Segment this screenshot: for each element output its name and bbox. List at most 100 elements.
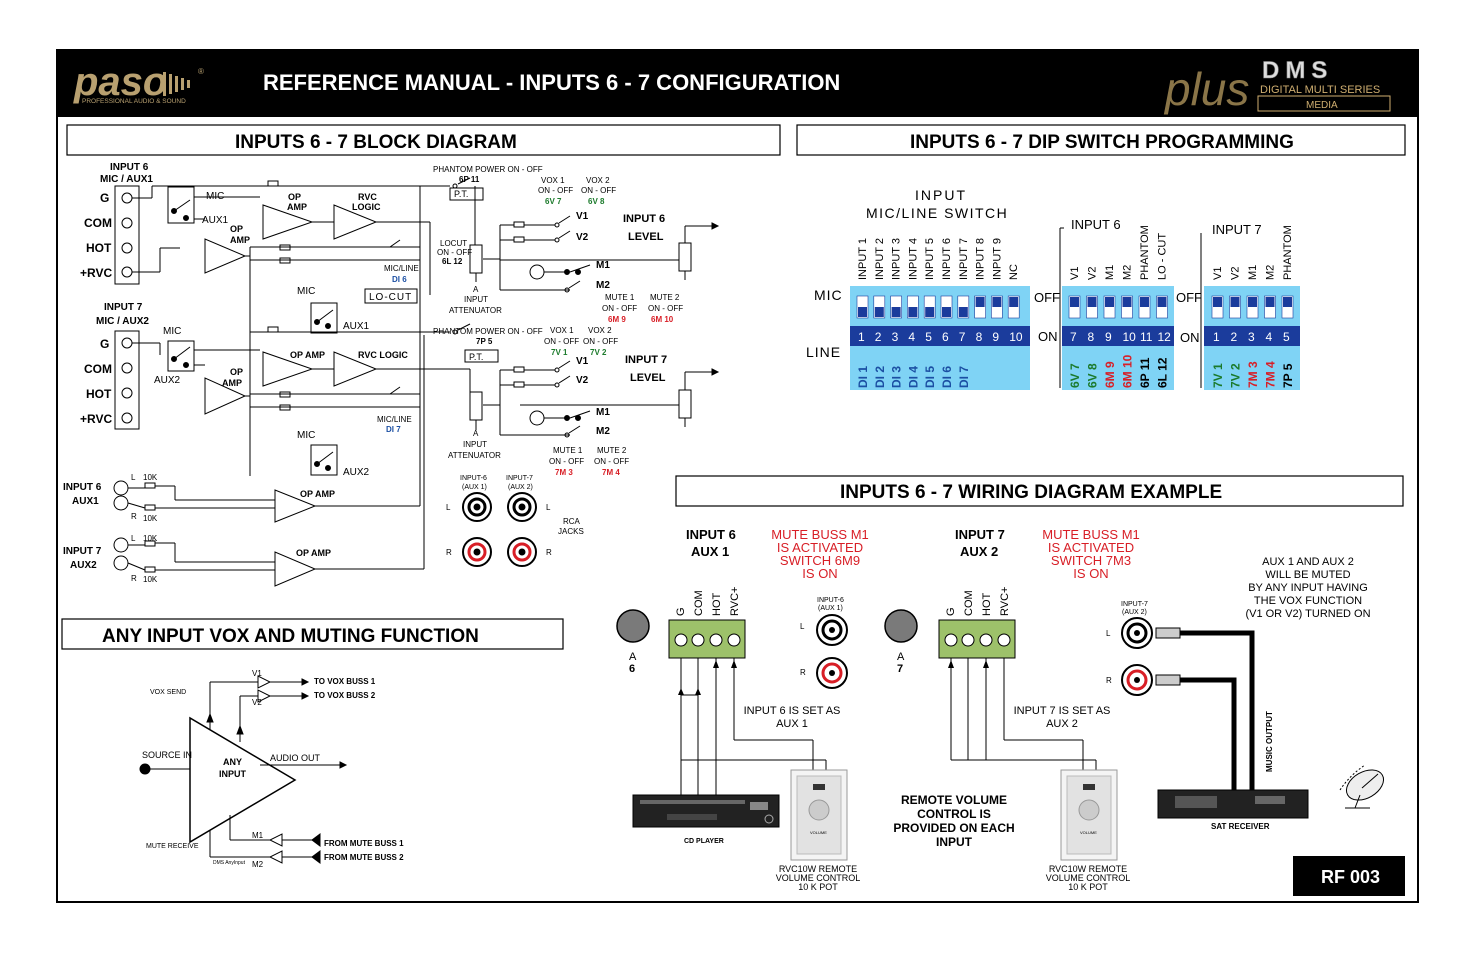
terminal-block-7: G COM HOT RVC+ [938, 587, 1016, 659]
mute-receive: MUTE RECEIVE [146, 843, 199, 850]
wiring-in7-sub: AUX 2 [960, 544, 998, 559]
t7-rvc: RVC+ [999, 587, 1011, 616]
in7-attenuator: ATTENUATOR [448, 451, 501, 460]
in6-op2: OP [288, 192, 301, 202]
t7-com: COM [963, 590, 975, 616]
rca-l2: L [546, 503, 551, 512]
block-diagram-title: INPUTS 6 - 7 BLOCK DIAGRAM [235, 132, 517, 153]
in7-amp1: AMP [222, 378, 242, 388]
mute6-line4: IS ON [802, 566, 837, 581]
mute7-note: MUTE BUSS M1 IS ACTIVATED SWITCH 7M3 IS … [1042, 527, 1140, 581]
in7-rvclogic: RVC LOGIC [358, 350, 408, 360]
in7-term-rvc: +RVC [80, 412, 112, 426]
dip1-num-1: 1 [858, 330, 865, 344]
knob-a7-icon [884, 609, 918, 643]
series-label: DIGITAL MULTI SERIES [1260, 84, 1380, 96]
dip3-actuator-1 [1213, 297, 1222, 307]
dip3-actuator-3 [1248, 297, 1257, 307]
in7-vox1: VOX 1 [550, 326, 574, 335]
in6-v1: V1 [576, 211, 589, 222]
vox-m1: M1 [252, 831, 264, 840]
dip2-label-2: V2 [1087, 267, 1099, 280]
dip2-label-4: M2 [1122, 265, 1134, 280]
source-in: SOURCE IN [142, 750, 192, 760]
rvc6-line1: RVC10W REMOTE [779, 864, 857, 874]
in6-v2: V2 [576, 232, 589, 243]
in7-aux2-label: AUX2 [154, 375, 181, 386]
in6-op1: OP [230, 224, 243, 234]
aux-note-3: BY ANY INPUT HAVING [1248, 582, 1368, 594]
dip1-num-6: 6 [942, 330, 949, 344]
dip3-code-4: 7M 4 [1264, 361, 1278, 388]
dip2-actuator-1 [1070, 297, 1079, 307]
in6-m1: M1 [596, 260, 610, 271]
rca-r2: R [546, 548, 552, 557]
in6-term-com: COM [84, 216, 112, 230]
dip-title: INPUTS 6 - 7 DIP SWITCH PROGRAMMING [910, 132, 1294, 153]
in7-mic2: MIC [297, 430, 315, 441]
dip-line: LINE [806, 344, 841, 360]
audio-out: AUDIO OUT [270, 753, 321, 763]
dip2-code-6: 6L 12 [1156, 357, 1170, 388]
wrca7-l: L [1106, 629, 1111, 638]
dip1-code-7: DI 7 [957, 366, 971, 388]
dip2-num-3: 9 [1105, 330, 1112, 344]
vox-labels: VOX SEND V1 V2 TO VOX BUSS 1 TO VOX BUSS… [142, 669, 404, 869]
rvc7-line1: RVC10W REMOTE [1049, 864, 1127, 874]
to-vox1: TO VOX BUSS 1 [314, 677, 376, 686]
aux7-l: L [131, 534, 136, 543]
in6-input: INPUT [464, 295, 488, 304]
remote-volume-note: REMOTE VOLUME CONTROL IS PROVIDED ON EAC… [893, 793, 1014, 849]
in7-subtitle: MIC / AUX2 [96, 316, 149, 327]
t6-rvc: RVC+ [729, 587, 741, 616]
mute6-note: MUTE BUSS M1 IS ACTIVATED SWITCH 6M9 IS … [771, 527, 869, 581]
dip-title-box [796, 124, 1406, 156]
vox-v1: V1 [252, 669, 262, 678]
dip3-label-2: V2 [1230, 267, 1242, 280]
rca-in7: INPUT-7 [506, 475, 533, 482]
v7-1: 7V 1 [551, 348, 568, 357]
aux-note-1: AUX 1 AND AUX 2 [1262, 556, 1354, 568]
in6-subtitle: MIC / AUX1 [100, 174, 153, 185]
rvc-remote-7-icon: VOLUME [1060, 769, 1118, 861]
t7-hot: HOT [981, 593, 993, 617]
dip-group-title-1: INPUT [915, 187, 967, 203]
in6-amp1: AMP [230, 235, 250, 245]
dip2-label-1: V1 [1069, 267, 1081, 280]
in6-vox1: VOX 1 [541, 176, 565, 185]
mute7-line1: MUTE BUSS M1 [1042, 527, 1140, 542]
p7-5: 7P 5 [476, 337, 493, 346]
wiring-rca-7: INPUT-7 (AUX 2) L R [1106, 601, 1153, 696]
aux7-opamp: OP AMP [296, 548, 331, 558]
in7-m2: M2 [596, 426, 610, 437]
rca-in7-sub: (AUX 2) [508, 484, 533, 491]
dip1-label-7: INPUT 7 [958, 238, 970, 280]
dip3-num-2: 2 [1231, 330, 1238, 344]
in6-term-rvc: +RVC [80, 266, 112, 280]
in6-m2: M2 [596, 280, 610, 291]
dip-mic: MIC [814, 287, 843, 303]
locut-box-label: LO-CUT [369, 292, 412, 303]
dip2-num-2: 8 [1088, 330, 1095, 344]
m7-3: 7M 3 [555, 468, 573, 477]
dip2-actuator-4 [1122, 297, 1132, 307]
from-mute1: FROM MUTE BUSS 1 [324, 839, 404, 848]
dip1-num-5: 5 [925, 330, 932, 344]
wiring-title: INPUTS 6 - 7 WIRING DIAGRAM EXAMPLE [840, 482, 1222, 503]
rvc6-label: RVC10W REMOTE VOLUME CONTROL 10 K POT [776, 864, 861, 892]
dip3-num-4: 4 [1266, 330, 1273, 344]
vox-send: VOX SEND [150, 689, 186, 696]
dip-switch-area: INPUT MIC/LINE SWITCH INPUT 6 INPUT 7 MI… [806, 187, 1300, 390]
dip1-num-2: 2 [875, 330, 882, 344]
wiring-title-box [675, 475, 1404, 507]
audio-cables [1180, 630, 1255, 792]
aux6-l: L [131, 473, 136, 482]
rca-r1: R [446, 548, 452, 557]
dip-off-1: OFF [1034, 290, 1060, 305]
rvc6-line2: VOLUME CONTROL [776, 873, 861, 883]
dip1-num-7: 7 [959, 330, 966, 344]
vox-title-box [61, 618, 564, 650]
